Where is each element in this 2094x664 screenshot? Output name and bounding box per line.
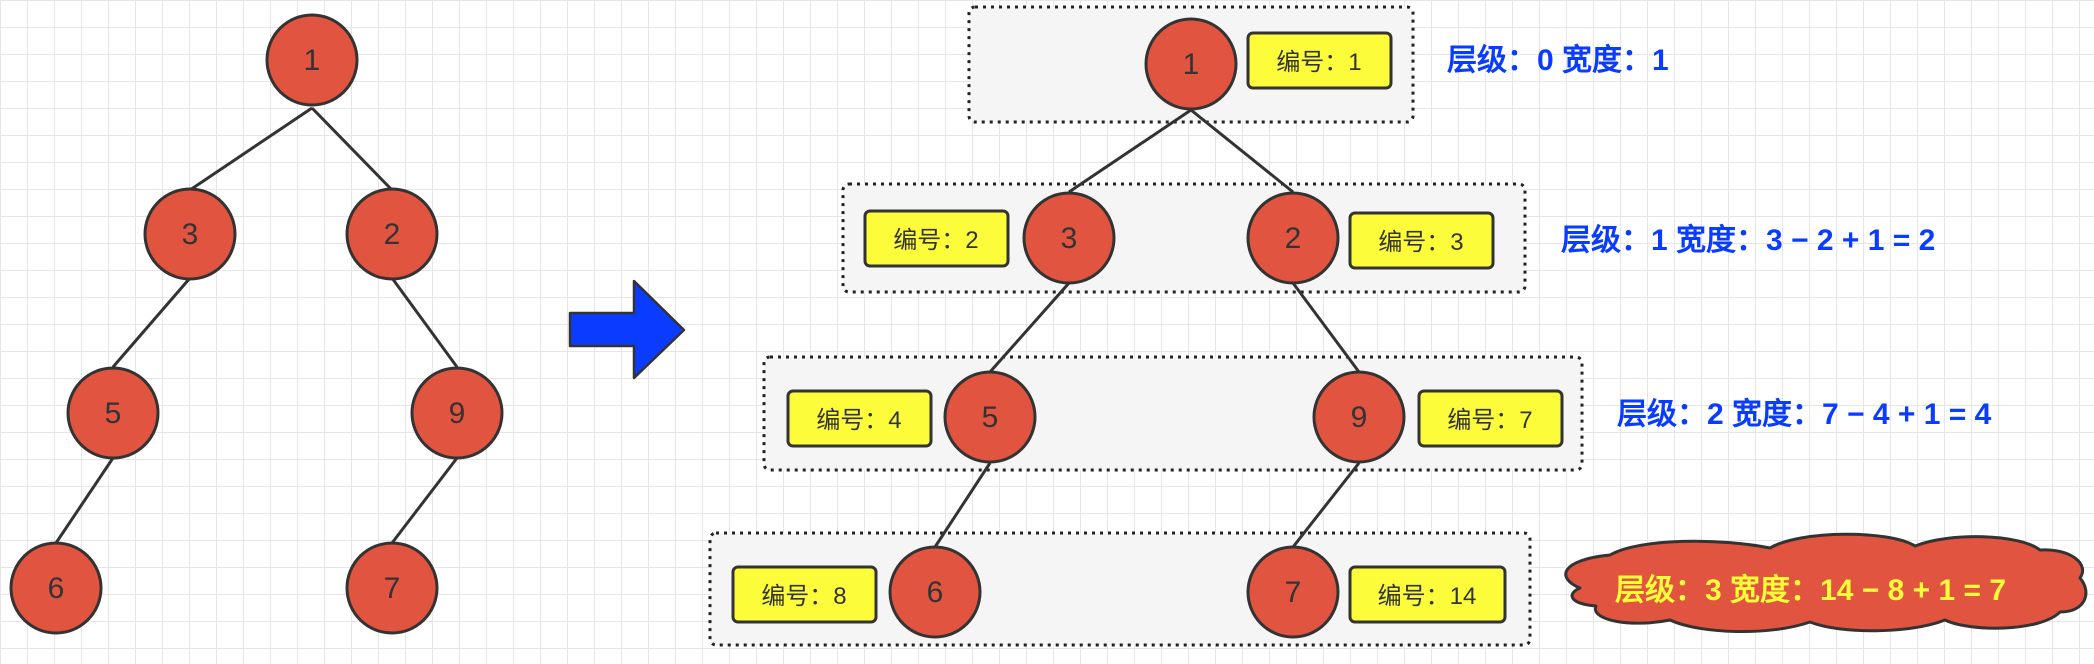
numbered-tree: 1 编号：1 3 编号：2 2 编号：3 5	[731, 17, 1564, 639]
index-tag-label: 编号：7	[1447, 407, 1532, 434]
node-label: 7	[1285, 576, 1302, 609]
original-tree-edges	[54, 106, 459, 544]
numbered-tree-edges	[933, 108, 1361, 548]
node-label: 9	[1351, 401, 1368, 434]
level-annotations: 层级：0 宽度：1 层级：1 宽度：3 − 2 + 1 = 2 层级：2 宽度：…	[1447, 43, 2088, 634]
level-1-width-label: 层级：1 宽度：3 − 2 + 1 = 2	[1561, 223, 1935, 257]
tree-edge	[390, 277, 459, 368]
index-tag-label: 编号：2	[893, 227, 978, 254]
tree-node: 2	[1246, 191, 1340, 285]
tree-edge	[111, 277, 192, 368]
tree-edge	[189, 106, 313, 192]
original-tree: 1 3 2 5 9 6 7	[9, 13, 504, 635]
tree-node: 2	[345, 187, 439, 281]
tree-edge	[933, 462, 992, 548]
tree-edge	[1190, 108, 1294, 194]
node-label: 1	[304, 44, 321, 77]
index-tag: 编号：14	[1348, 565, 1507, 624]
node-label: 2	[1285, 222, 1302, 255]
tree-node: 7	[1246, 545, 1340, 639]
index-tag: 编号：3	[1348, 211, 1495, 270]
level-0-width-label: 层级：0 宽度：1	[1447, 43, 1669, 77]
tree-edge	[1068, 108, 1192, 194]
node-label: 7	[384, 572, 401, 605]
tree-edge	[988, 282, 1071, 373]
level-2-width-label: 层级：2 宽度：7 − 4 + 1 = 4	[1617, 397, 1992, 431]
tree-node: 6	[9, 541, 103, 635]
index-tag-label: 编号：4	[816, 407, 901, 434]
node-label: 6	[927, 576, 944, 609]
index-tag: 编号：8	[731, 565, 878, 624]
level-boxes	[708, 5, 1584, 647]
index-tag-label: 编号：1	[1276, 49, 1361, 76]
tree-node: 3	[1022, 191, 1116, 285]
index-tag: 编号：4	[786, 389, 933, 448]
highlight-cloud	[1564, 532, 2088, 634]
tree-node: 7	[345, 541, 439, 635]
index-tag-label: 编号：8	[761, 583, 846, 610]
index-tag-label: 编号：14	[1378, 583, 1477, 610]
tree-edge	[390, 457, 459, 544]
tree-node: 5	[943, 370, 1037, 464]
node-label: 5	[105, 397, 122, 430]
level-3-width-label: 层级：3 宽度：14 − 8 + 1 = 7	[1615, 573, 2006, 607]
node-label: 2	[384, 218, 401, 251]
tree-edge	[54, 457, 115, 544]
index-tag: 编号：7	[1417, 389, 1564, 448]
node-label: 9	[449, 397, 466, 430]
right-arrow-icon	[568, 279, 686, 380]
node-label: 3	[182, 218, 199, 251]
index-tag: 编号：1	[1246, 31, 1393, 90]
tree-edge	[1291, 462, 1361, 548]
node-label: 5	[982, 401, 999, 434]
node-label: 1	[1183, 48, 1200, 81]
tree-node: 6	[888, 545, 982, 639]
index-tag-label: 编号：3	[1378, 229, 1463, 256]
index-tag: 编号：2	[863, 209, 1010, 268]
tree-node: 3	[143, 187, 237, 281]
tree-edge	[310, 106, 394, 192]
tree-node: 1	[1144, 17, 1238, 111]
tree-node: 9	[1312, 370, 1406, 464]
tree-node: 1	[265, 13, 359, 107]
node-label: 3	[1061, 222, 1078, 255]
node-label: 6	[48, 572, 65, 605]
tree-node: 5	[66, 366, 160, 460]
tree-edge	[1291, 282, 1361, 373]
tree-node: 9	[410, 366, 504, 460]
